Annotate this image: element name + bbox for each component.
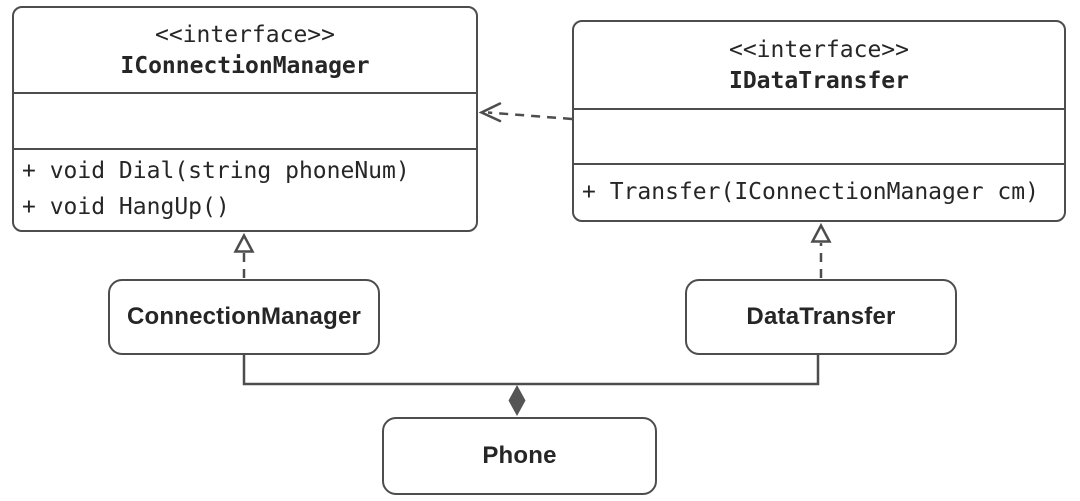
dependency-arrow-idatatransfer-to-iconnectionmanager: [478, 102, 573, 123]
methods-compartment: + Transfer(IConnectionManager cm): [574, 163, 1064, 220]
hollow-triangle-icon: [233, 232, 255, 253]
interface-name: IConnectionManager: [120, 52, 370, 79]
interface-header: <<interface>> IConnectionManager: [14, 8, 476, 92]
class-datatransfer: DataTransfer: [685, 279, 957, 355]
attributes-compartment: [574, 108, 1064, 163]
hollow-triangle-icon: [810, 222, 832, 243]
interface-iconnectionmanager: <<interface>> IConnectionManager + void …: [12, 6, 478, 232]
method-signature: + void HangUp(): [22, 194, 230, 220]
attributes-compartment: [14, 92, 476, 148]
composition-connector-phone: [242, 354, 820, 416]
stereotype-label: <<interface>>: [154, 21, 335, 48]
class-phone: Phone: [382, 417, 657, 495]
method-signature: + void Dial(string phoneNum): [22, 158, 410, 185]
open-arrowhead-icon: [478, 102, 502, 123]
class-name: ConnectionManager: [126, 303, 362, 330]
class-name: Phone: [482, 442, 557, 469]
interface-name: IDataTransfer: [728, 67, 909, 94]
class-connectionmanager: ConnectionManager: [108, 279, 380, 355]
interface-idatatransfer: <<interface>> IDataTransfer + Transfer(I…: [572, 20, 1066, 222]
stereotype-label: <<interface>>: [728, 36, 909, 63]
method-signature: + Transfer(IConnectionManager cm): [582, 178, 1039, 205]
class-name: DataTransfer: [746, 303, 896, 330]
methods-compartment: + void Dial(string phoneNum) + void Hang…: [14, 148, 476, 230]
realization-arrow-datatransfer-to-idatatransfer: [810, 222, 832, 278]
composition-diamond-icon: [508, 385, 526, 416]
interface-header: <<interface>> IDataTransfer: [574, 22, 1064, 108]
realization-arrow-connectionmanager-to-iconnectionmanager: [233, 232, 255, 278]
